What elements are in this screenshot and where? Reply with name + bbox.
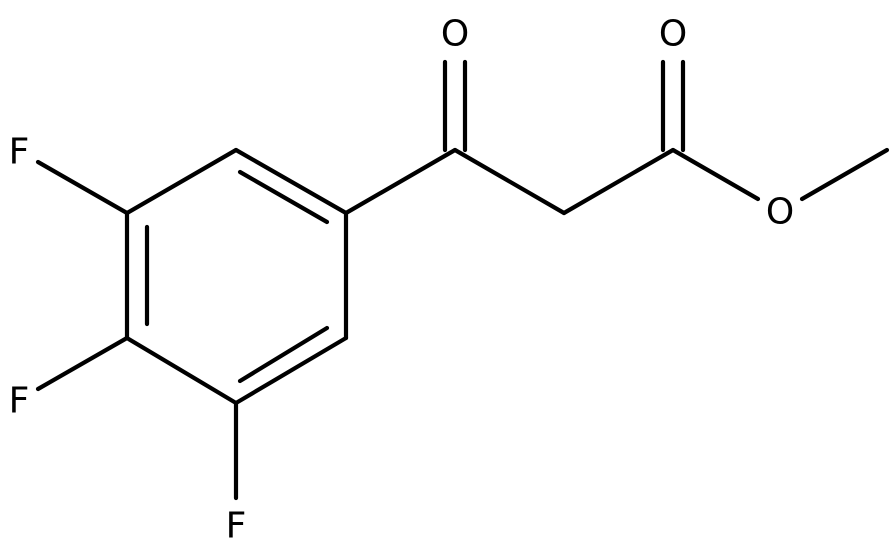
bond-c5-to-f-middle xyxy=(35,335,130,392)
bond-c6-to-f-top xyxy=(35,159,130,216)
fluorine-bonds xyxy=(35,159,239,501)
benzene-ring xyxy=(124,147,349,406)
fluorine-top-label: F xyxy=(9,132,30,173)
bond-ester-carbon-to-oxygen xyxy=(670,147,761,202)
side-chain xyxy=(343,59,890,216)
ketone-oxygen-label: O xyxy=(441,14,469,55)
ring-double-bond-inner-bottom xyxy=(237,325,330,384)
carbonyl-oxygen-label: O xyxy=(659,14,687,55)
ring-bond-c3-c4 xyxy=(233,335,349,406)
bond-oxygen-to-methyl xyxy=(799,147,890,202)
fluorine-bottom-label: F xyxy=(226,506,247,547)
ring-bond-c6-c1 xyxy=(124,147,239,216)
ester-oxygen-label: O xyxy=(766,192,794,233)
ring-double-bond-inner-top xyxy=(237,169,330,225)
bond-ring-to-ketone xyxy=(343,147,458,216)
ring-bond-c1-c2 xyxy=(233,147,349,216)
bond-ketone-to-ch2 xyxy=(452,147,567,216)
bond-ch2-to-ester-carbon xyxy=(561,147,676,216)
ring-bond-c4-c5 xyxy=(124,335,239,406)
fluorine-middle-label: F xyxy=(9,381,30,422)
atom-labels: O O O F F F xyxy=(9,14,795,547)
